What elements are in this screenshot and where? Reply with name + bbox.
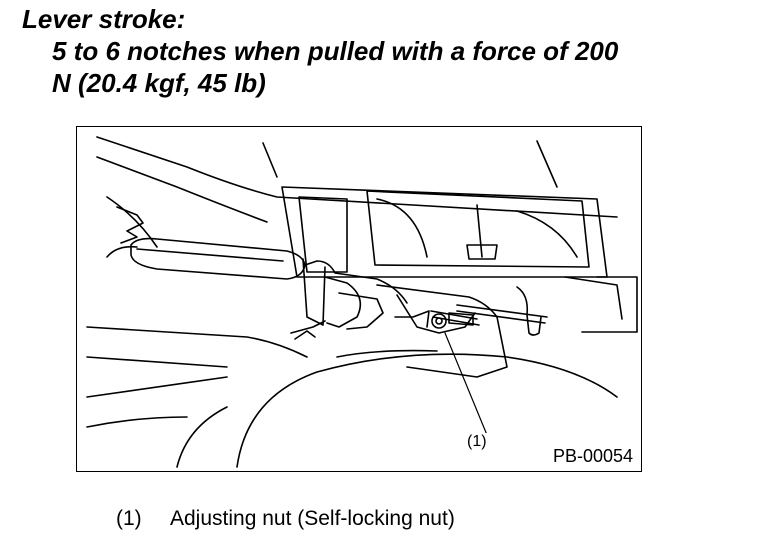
spec-line: N (20.4 kgf, 45 lb) xyxy=(52,68,266,98)
parking-brake-illustration xyxy=(86,136,638,468)
figure-id: PB-00054 xyxy=(550,446,635,467)
figure-frame: (1) PB-00054 xyxy=(76,126,642,472)
legend-number: (1) xyxy=(116,507,142,530)
spec-heading: Lever stroke: xyxy=(22,4,186,34)
callout-label: (1) xyxy=(465,433,489,451)
legend-description: Adjusting nut (Self-locking nut) xyxy=(170,507,455,530)
legend: (1) Adjusting nut (Self-locking nut) xyxy=(116,507,455,531)
spec-line: 5 to 6 notches when pulled with a force … xyxy=(52,36,619,66)
